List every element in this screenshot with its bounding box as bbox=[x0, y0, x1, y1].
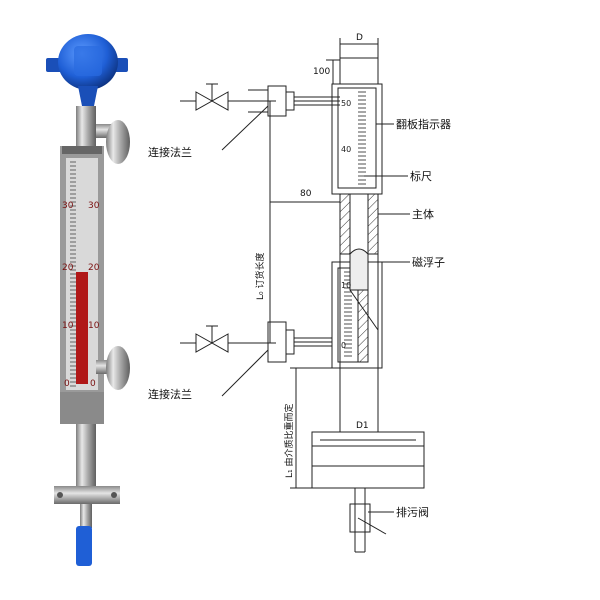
photo-scale-right-30: 30 bbox=[88, 201, 100, 211]
dim-d1-label: D1 bbox=[356, 421, 369, 431]
level-indicator-bar bbox=[76, 272, 88, 384]
bottom-flange-photo bbox=[96, 346, 130, 390]
photo-scale-right-10: 10 bbox=[88, 321, 100, 331]
indicator-scale-0: 0 bbox=[341, 341, 346, 350]
indicator-scale-10: 10 bbox=[341, 281, 351, 290]
label-flange-bottom: 连接法兰 bbox=[148, 387, 192, 401]
label-flip-indicator: 翻板指示器 bbox=[396, 117, 451, 131]
photo-scale-left-0: 0 bbox=[64, 379, 70, 389]
photo-scale-right-0: 0 bbox=[90, 379, 96, 389]
label-flange-top: 连接法兰 bbox=[148, 145, 192, 159]
top-flange-photo bbox=[96, 120, 130, 164]
photo-scale-ticks bbox=[70, 161, 76, 387]
drain-handle-photo bbox=[76, 526, 92, 566]
dim-80-label: 80 bbox=[300, 189, 312, 199]
label-magnetic-float: 磁浮子 bbox=[412, 256, 445, 269]
dim-lo-label: L₀ 订货长度 bbox=[254, 253, 266, 300]
indicator-scale-50: 50 bbox=[341, 99, 351, 108]
label-main-body: 主体 bbox=[412, 207, 434, 221]
technical-drawing bbox=[180, 38, 425, 553]
label-drain-valve: 排污阀 bbox=[396, 505, 429, 519]
label-scale-ruler: 标尺 bbox=[410, 169, 432, 183]
junction-box-head bbox=[46, 34, 128, 106]
photo-scale-left-10: 10 bbox=[62, 321, 74, 331]
photo-scale-right-20: 20 bbox=[88, 263, 100, 273]
photo-scale-left-30: 30 bbox=[62, 201, 74, 211]
indicator-ticks-upper bbox=[358, 91, 366, 185]
dim-100-label: 100 bbox=[313, 67, 330, 77]
dim-d-label: D bbox=[356, 33, 363, 43]
product-photo: 30 20 10 0 30 20 10 0 bbox=[46, 34, 130, 566]
indicator-scale-40: 40 bbox=[341, 145, 351, 154]
dim-l1-label: L₁ 由介质比重而定 bbox=[283, 404, 295, 478]
photo-scale-left-20: 20 bbox=[62, 263, 74, 273]
